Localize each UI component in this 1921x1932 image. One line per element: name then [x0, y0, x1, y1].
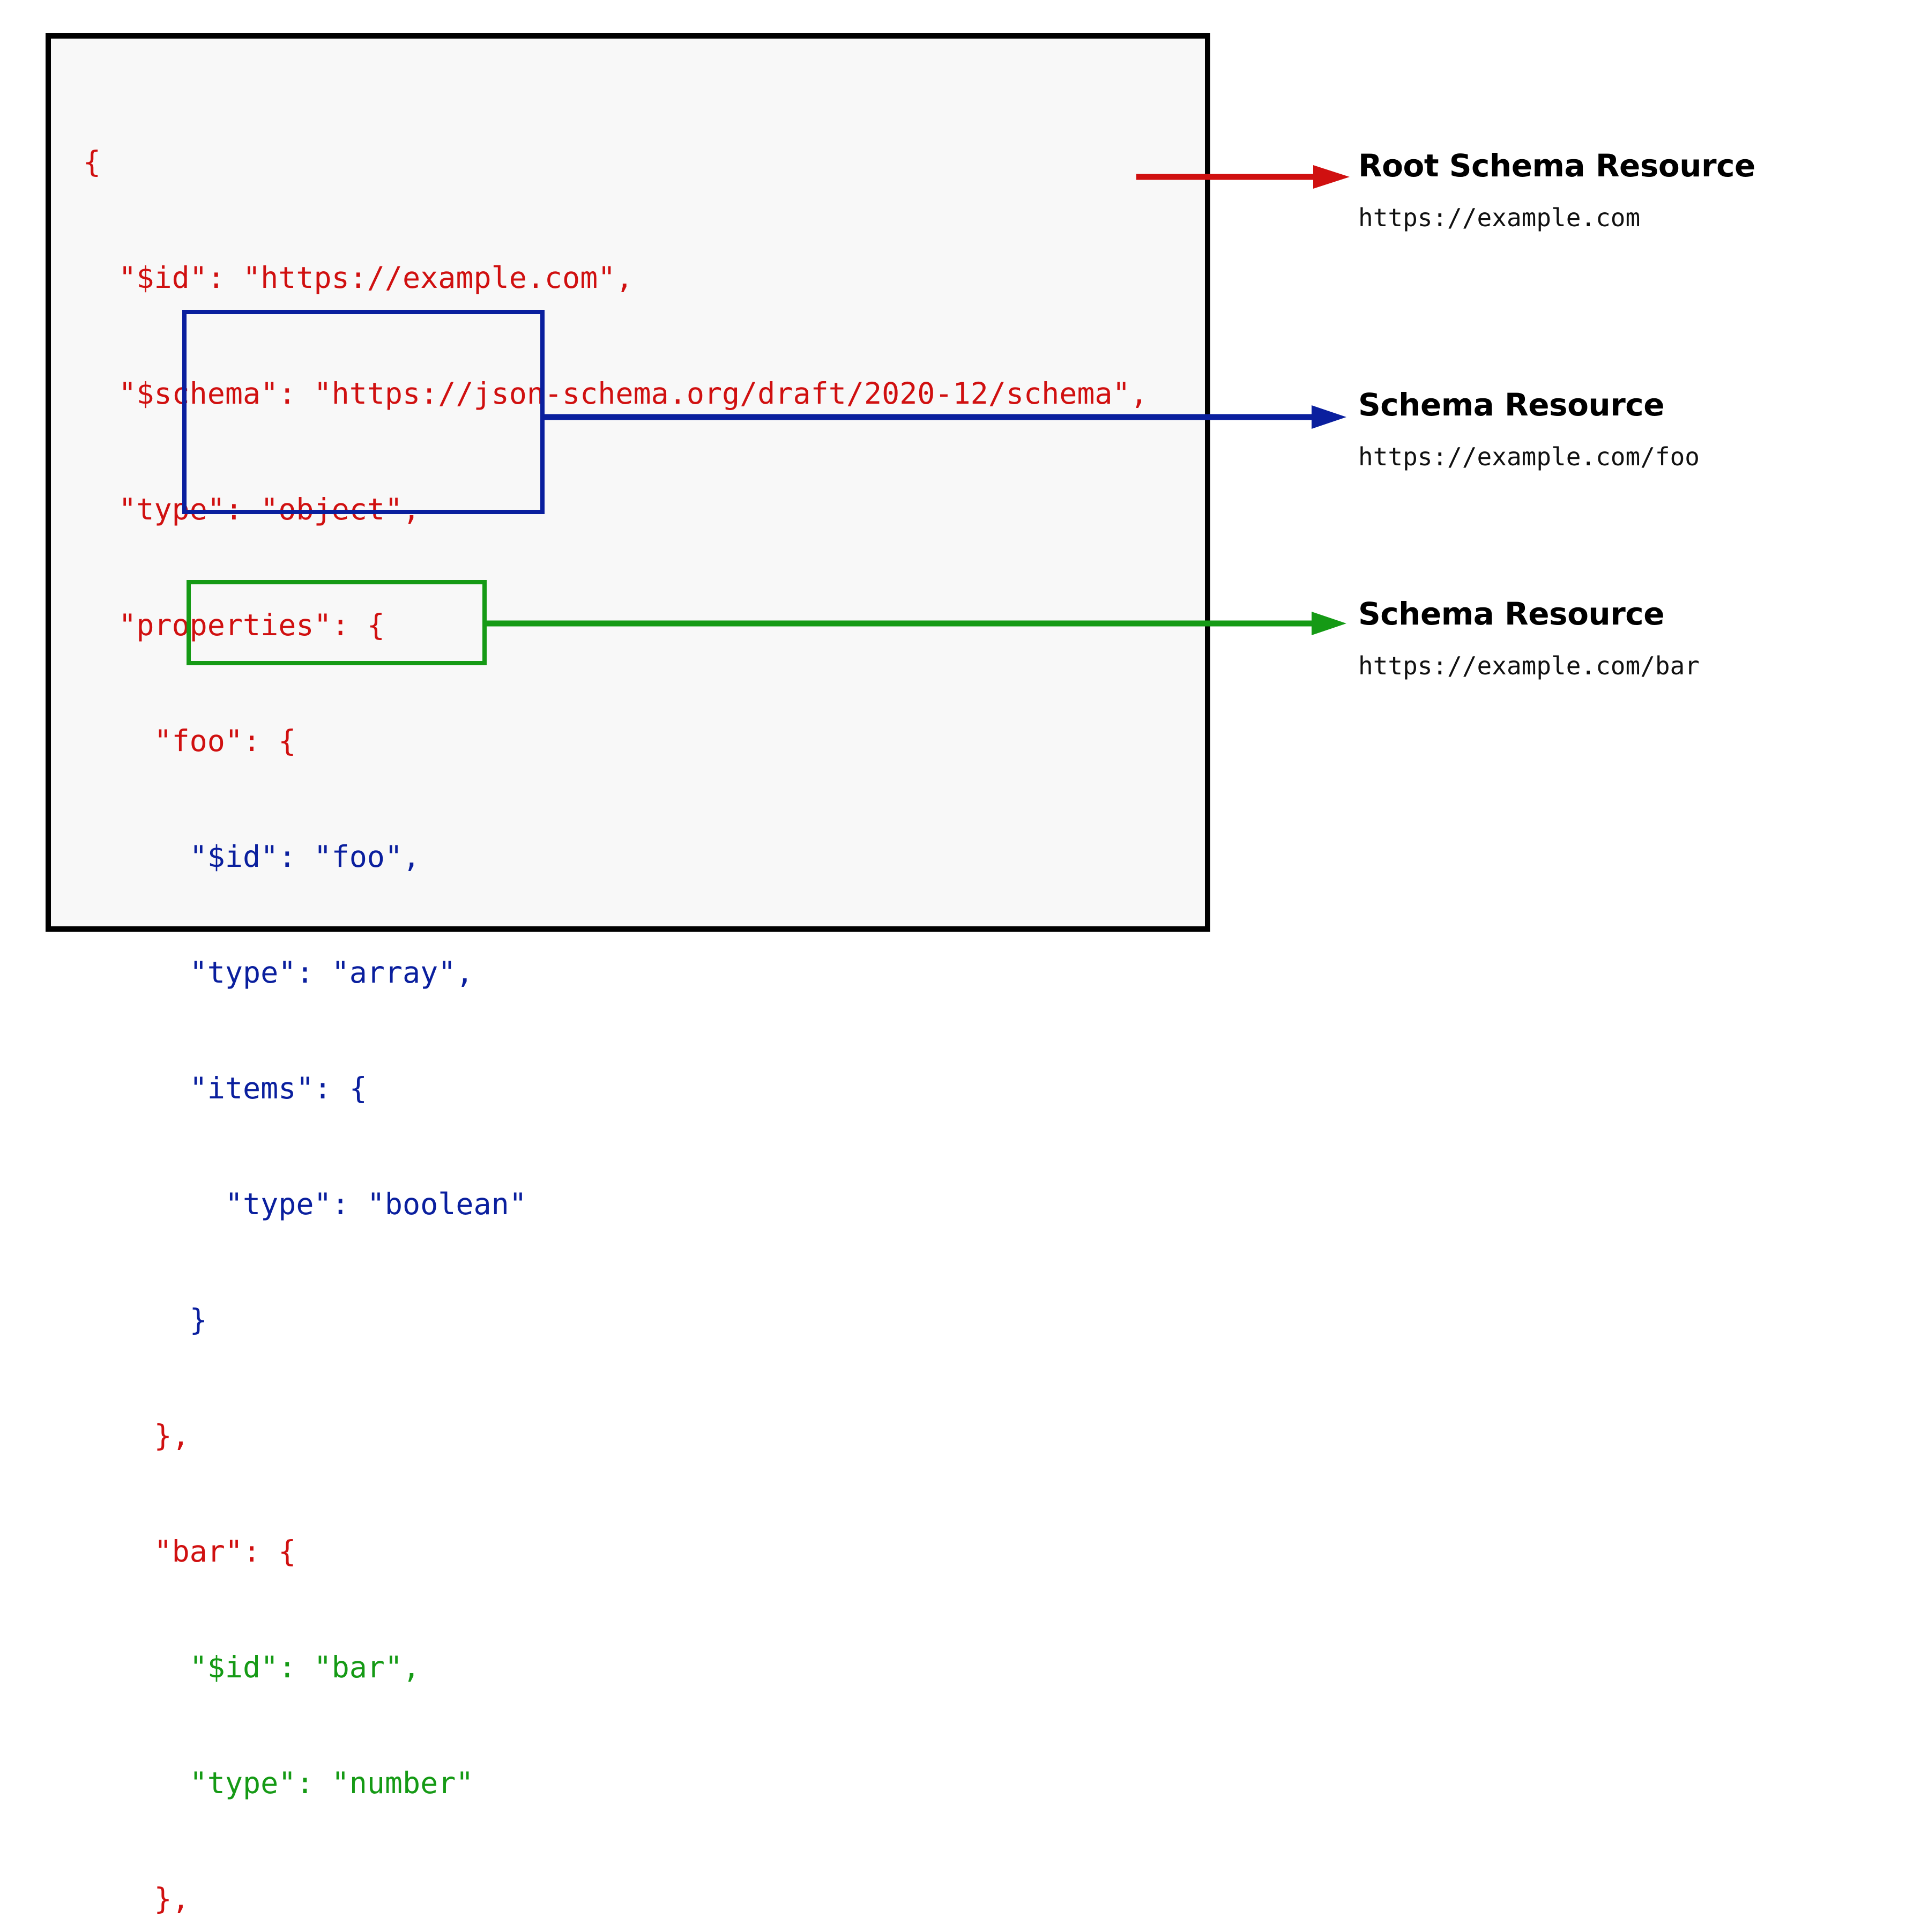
code-line: }, — [83, 1418, 190, 1453]
code-line: "bar": { — [83, 1534, 296, 1569]
foo-schema-arrow — [541, 405, 1346, 429]
bar-schema-arrow — [483, 612, 1346, 635]
code-line: "$id": "foo", — [83, 839, 421, 874]
code-line: "$id": "bar", — [83, 1650, 421, 1684]
code-line: "type": "boolean" — [83, 1187, 527, 1221]
code-line: "$schema": "https://json-schema.org/draf… — [83, 376, 1148, 411]
annotation-uri: https://example.com/bar — [1358, 651, 1700, 680]
code-line: }, — [83, 1882, 190, 1916]
annotation-title: Root Schema Resource — [1358, 147, 1755, 184]
code-line: "$id": "https://example.com", — [83, 261, 634, 295]
annotation-uri: https://example.com — [1358, 203, 1641, 232]
code-line: "foo": { — [83, 724, 296, 758]
code-line: "type": "array", — [83, 955, 474, 990]
annotation-bar-schema-resource: Schema Resource https://example.com/bar — [1358, 596, 1700, 681]
annotation-title: Schema Resource — [1358, 596, 1665, 632]
code-line: "properties": { — [83, 608, 385, 642]
code-line: "type": "object", — [83, 492, 421, 526]
json-schema-code-panel: { "$id": "https://example.com", "$schema… — [46, 33, 1210, 1916]
annotation-uri: https://example.com/foo — [1358, 442, 1700, 471]
code-line: { — [83, 145, 101, 179]
annotation-root-schema-resource: Root Schema Resource https://example.com — [1358, 148, 1755, 233]
code-line: "items": { — [83, 1071, 367, 1105]
code-line: } — [83, 1303, 207, 1337]
root-schema-arrow — [1136, 165, 1350, 189]
annotation-foo-schema-resource: Schema Resource https://example.com/foo — [1358, 387, 1700, 472]
code-line: "type": "number" — [83, 1766, 474, 1800]
annotation-title: Schema Resource — [1358, 387, 1665, 423]
json-schema-code-block: { "$id": "https://example.com", "$schema… — [83, 65, 1148, 1932]
